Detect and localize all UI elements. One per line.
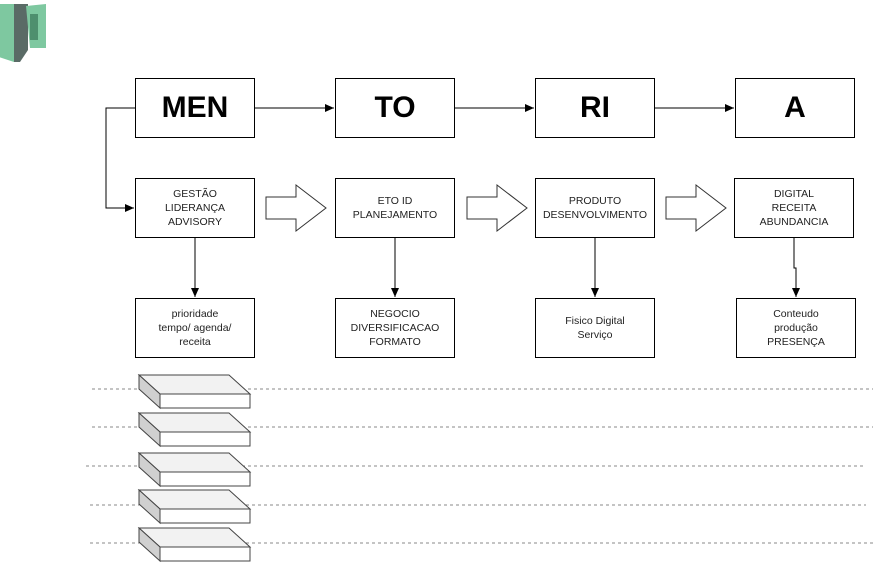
- box-prioridade: prioridade tempo/ agenda/ receita: [135, 298, 255, 358]
- box-ri-label: RI: [580, 91, 610, 124]
- box-to: TO: [335, 78, 455, 138]
- box-gestao: GESTÃO LIDERANÇA ADVISORY: [135, 178, 255, 238]
- box-conteudo: Conteudo produção PRESENÇA: [736, 298, 856, 358]
- stack-slab: [137, 526, 252, 563]
- box-negocio-label: NEGOCIO DIVERSIFICACAO FORMATO: [350, 308, 440, 348]
- box-gestao-label: GESTÃO LIDERANÇA ADVISORY: [164, 188, 226, 228]
- box-digital: DIGITAL RECEITA ABUNDANCIA: [734, 178, 854, 238]
- box-a-label: A: [784, 91, 806, 124]
- box-ri: RI: [535, 78, 655, 138]
- logo-icon: [0, 4, 46, 62]
- box-men-label: MEN: [161, 91, 229, 124]
- block-arrow-1: [265, 183, 327, 233]
- stack-slab: [137, 411, 252, 448]
- box-fisico: Fisico Digital Serviço: [535, 298, 655, 358]
- box-conteudo-label: Conteudo produção PRESENÇA: [767, 308, 825, 348]
- box-negocio: NEGOCIO DIVERSIFICACAO FORMATO: [335, 298, 455, 358]
- stack-slab: [137, 373, 252, 410]
- stack-slab: [137, 451, 252, 488]
- box-prioridade-label: prioridade tempo/ agenda/ receita: [158, 308, 232, 348]
- dashed-lines: [86, 388, 873, 544]
- stack-group: [137, 373, 252, 563]
- box-produto-label: PRODUTO DESENVOLVIMENTO: [542, 195, 648, 221]
- connector-digital-conteudo: [792, 238, 800, 297]
- box-digital-label: DIGITAL RECEITA ABUNDANCIA: [759, 188, 829, 228]
- box-eto-label: ETO ID PLANEJAMENTO: [352, 195, 438, 221]
- box-eto: ETO ID PLANEJAMENTO: [335, 178, 455, 238]
- block-arrow-2: [466, 183, 528, 233]
- stack-slab: [137, 488, 252, 525]
- box-to-label: TO: [374, 91, 416, 124]
- box-fisico-label: Fisico Digital Serviço: [565, 315, 625, 341]
- connector-men-gestao: [105, 107, 135, 212]
- box-a: A: [735, 78, 855, 138]
- block-arrow-3: [665, 183, 727, 233]
- box-men: MEN: [135, 78, 255, 138]
- box-produto: PRODUTO DESENVOLVIMENTO: [535, 178, 655, 238]
